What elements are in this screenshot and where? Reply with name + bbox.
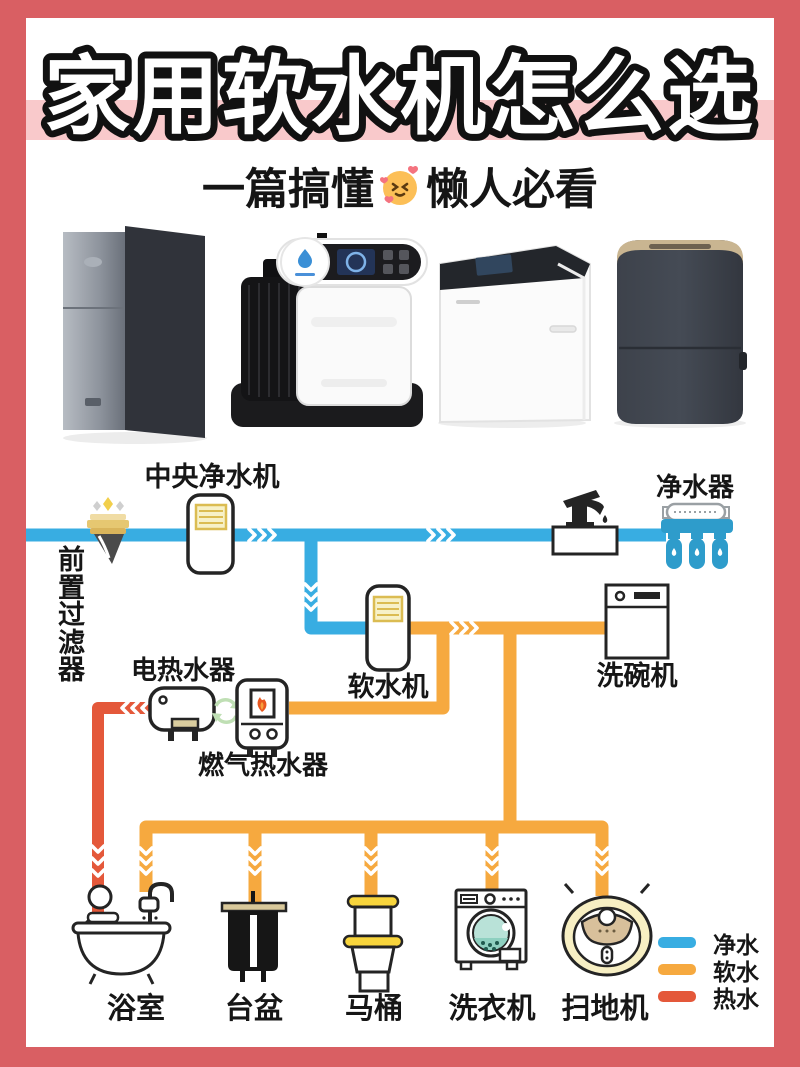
purifier-label: 净水器 [655,472,735,502]
bathroom-label: 浴室 [106,993,166,1025]
bathroom-icon [71,881,174,985]
toilet-label: 马桶 [344,993,404,1025]
gas-heater-label: 燃气热水器 [197,750,329,780]
product-photo-tank-softener [231,233,428,427]
electric-heater-label: 电热水器 [130,655,236,685]
basin-icon [220,891,288,982]
subtitle-part2: 懒人必看 [426,166,598,214]
plumbing-diagram [26,490,733,993]
washer-icon [454,888,528,971]
legend: 净水 软水 热水 [658,929,759,1012]
dishwasher-label: 洗碗机 [596,661,678,691]
title-highlight-band [26,100,774,140]
washer-label: 洗衣机 [448,993,536,1025]
robot-vacuum-icon [561,883,653,977]
pre-filter-label: 前置过滤器 [58,545,85,686]
hot-water-swatch [658,991,696,1002]
central-purifier-label: 中央净水机 [144,462,280,492]
softener-icon [365,584,411,672]
page-title: 家用软水机怎么选 [37,42,760,146]
legend-row-soft: 软水 [658,956,759,985]
toilet-icon [342,894,404,993]
basin-label: 台盆 [224,993,284,1025]
softener-label: 软水机 [347,672,429,702]
flow-arrows [90,527,610,878]
subtitle: 一篇搞懂 懒人必看 [0,158,800,214]
soft-water-label: 软水 [713,958,759,985]
gas-heater-icon [235,678,289,757]
robot-label: 扫地机 [561,993,649,1025]
product-photo-dark-tower [63,226,207,444]
legend-row-hot: 热水 [658,983,759,1012]
svg-text:家用软水机怎么选: 家用软水机怎么选 [44,49,756,145]
legend-row-clean: 净水 [658,929,759,958]
hot-water-label: 热水 [713,985,759,1012]
product-photo-cabinet-softener [438,244,591,428]
pre-filter-icon [87,497,129,564]
central-purifier-icon [186,493,235,575]
subtitle-part1: 一篇搞懂 [202,166,374,214]
soft-water-swatch [658,964,696,975]
dishwasher-icon [604,583,670,660]
purifier-icon [661,502,733,569]
hearts-emoji-icon [380,165,418,205]
electric-heater-icon [148,686,216,741]
kitchen-faucet-icon [551,490,619,556]
product-photo-cylinder-softener [614,240,747,428]
clean-water-label: 净水 [713,931,759,958]
clean-water-swatch [658,937,696,948]
